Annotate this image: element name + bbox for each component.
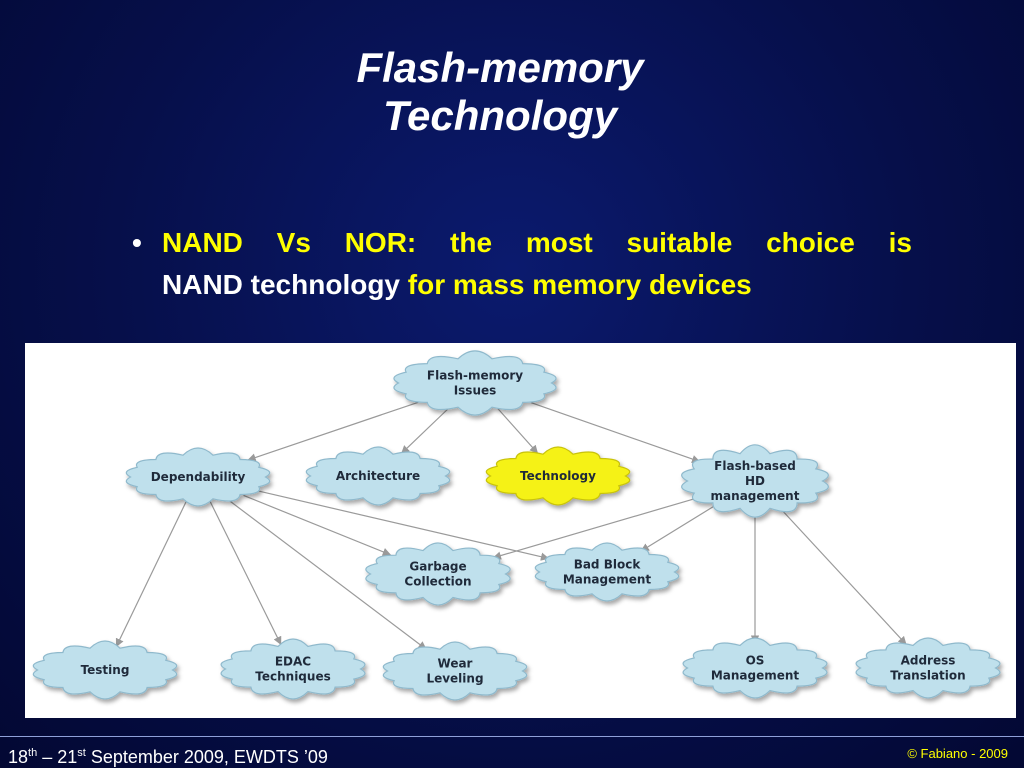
node-label-line: Address [901, 654, 956, 668]
edge-dependability-to-wear [226, 498, 427, 650]
node-label-testing: Testing [81, 663, 130, 677]
bullet-word: suitable [626, 227, 733, 258]
bullet-line-2: NAND technology for mass memory devices [162, 264, 912, 306]
edge-hdmgmt-to-address [781, 509, 907, 645]
cloud-shape-hdmgmt [681, 444, 829, 518]
bullet-emphasis-text: NAND technology [162, 269, 400, 300]
node-label-line: Leveling [426, 672, 483, 686]
node-label-line: EDAC [275, 655, 311, 669]
node-label-line: Translation [890, 669, 965, 683]
node-architecture: Architecture [305, 446, 451, 506]
node-label-line: Bad Block [574, 558, 642, 572]
footer-divider [0, 736, 1024, 737]
bullet-word: the [450, 227, 493, 258]
node-label-dependability: Dependability [151, 470, 246, 484]
cloud-shape-architecture [305, 446, 451, 506]
node-label-line: Testing [81, 663, 130, 677]
cloud-shape-dependability [125, 447, 271, 507]
node-label-line: management [711, 489, 800, 503]
node-label-line: Issues [454, 384, 497, 398]
bullet-word: is [888, 227, 912, 258]
node-testing: Testing [32, 640, 178, 700]
cloud-shape-edac [220, 638, 366, 700]
edge-dependability-to-edac [209, 500, 282, 646]
node-label-line: Flash-memory [427, 369, 523, 383]
cloud-shape-testing [32, 640, 178, 700]
cloud-shape-issues [393, 350, 557, 416]
cloud-shape-technology [485, 446, 631, 506]
footer-copyright: © Fabiano - 2009 [907, 746, 1008, 761]
edge-issues-to-technology [497, 408, 539, 454]
diagram-edges [115, 401, 907, 650]
node-label-line: Garbage [409, 560, 466, 574]
edge-hdmgmt-to-garbage [492, 497, 697, 560]
bullet-highlight-text: for mass memory devices [407, 269, 752, 300]
node-label-line: Flash-based [714, 459, 796, 473]
node-label-architecture: Architecture [336, 469, 420, 483]
bullet-dot-icon: • [132, 227, 142, 258]
edge-hdmgmt-to-badblock [640, 505, 715, 552]
footer-event: September 2009, EWDTS ’09 [85, 747, 328, 767]
slide-title: Flash-memory Technology [0, 44, 1000, 140]
bullet-point: • NAND Vs NOR: the most suitable choice … [132, 222, 912, 306]
footer-day-start: 18 [8, 747, 29, 767]
node-label-line: Collection [404, 575, 471, 589]
node-label-line: Architecture [336, 469, 420, 483]
node-label-line: Dependability [151, 470, 246, 484]
bullet-line-1: NAND Vs NOR: the most suitable choice is [162, 222, 912, 264]
node-label-line: Wear [438, 657, 473, 671]
cloud-shape-address [855, 637, 1001, 699]
edge-issues-to-hdmgmt [530, 401, 701, 464]
footer-date: 18th – 21st September 2009, EWDTS ’09 [8, 742, 328, 768]
edge-issues-to-architecture [401, 408, 449, 454]
footer-day-end: 21 [57, 747, 78, 767]
edge-issues-to-dependability [247, 401, 419, 462]
node-label-line: HD [745, 474, 765, 488]
node-label-line: Management [711, 669, 800, 683]
bullet-word: Vs [276, 227, 311, 258]
cloud-shape-garbage [365, 542, 511, 606]
node-label-line: OS [746, 654, 765, 668]
node-label-technology: Technology [520, 469, 596, 483]
title-line-2: Technology [382, 92, 618, 139]
node-technology: Technology [485, 446, 631, 506]
bullet-word: NAND [162, 227, 243, 258]
edge-dependability-to-garbage [243, 494, 392, 556]
bullet-word: choice [766, 227, 855, 258]
bullet-word: most [525, 227, 593, 258]
title-line-1: Flash-memory [356, 44, 644, 91]
footer-day-start-suffix: th [28, 747, 38, 759]
node-label-line: Management [563, 573, 652, 587]
edge-dependability-to-badblock [256, 490, 550, 561]
bullet-word: NOR: [344, 227, 417, 258]
footer-day-end-suffix: st [77, 747, 86, 759]
node-dependability: Dependability [125, 447, 271, 507]
cloud-shape-osmgmt [682, 637, 828, 699]
edge-dependability-to-testing [115, 500, 188, 648]
cloud-shape-badblock [534, 542, 680, 602]
node-label-line: Technology [520, 469, 596, 483]
cloud-shape-wear [382, 641, 528, 701]
footer-range-separator: – [37, 747, 58, 767]
node-label-line: Techniques [255, 670, 330, 684]
